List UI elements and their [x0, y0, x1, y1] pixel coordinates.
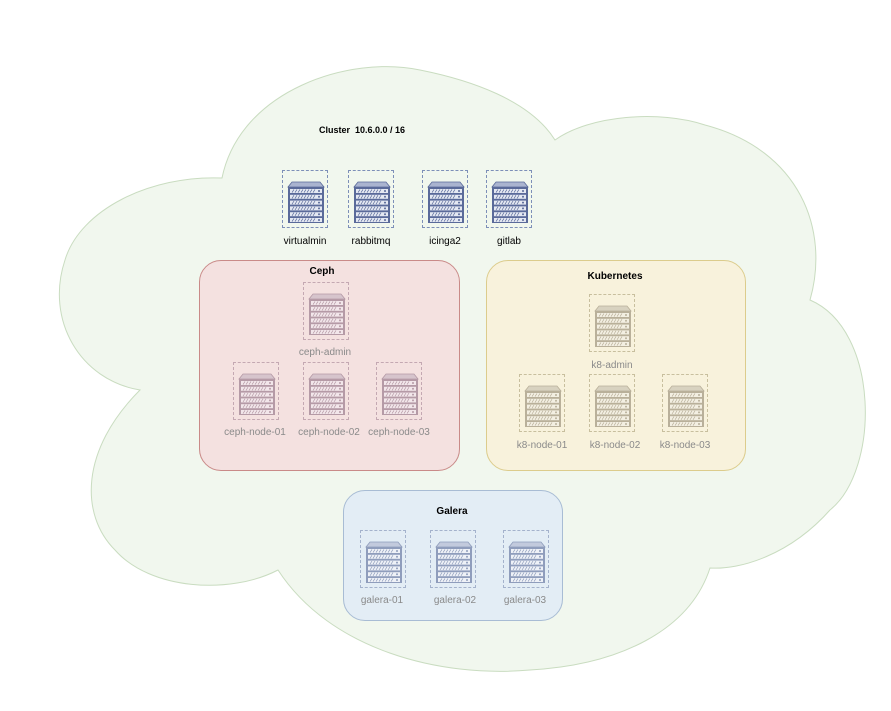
server-icon[interactable]: [430, 530, 476, 588]
server-icon[interactable]: [503, 530, 549, 588]
node-label-galera-01: galera-01: [360, 595, 404, 606]
node-label-icinga2: icinga2: [429, 236, 461, 247]
node-label-ceph-node-01: ceph-node-01: [224, 427, 286, 438]
node-label-galera-03: galera-03: [503, 595, 547, 606]
server-icon[interactable]: [662, 374, 708, 432]
node-label-galera-02: galera-02: [433, 595, 477, 606]
server-icon[interactable]: [589, 374, 635, 432]
cluster-title: Cluster 10.6.0.0 / 16: [319, 125, 406, 135]
server-icon[interactable]: [422, 170, 468, 228]
node-label-k8-node-01: k8-node-01: [516, 440, 568, 451]
server-icon[interactable]: [376, 362, 422, 420]
server-icon[interactable]: [519, 374, 565, 432]
node-label-k8-node-02: k8-node-02: [589, 440, 641, 451]
kubernetes-group-title: Kubernetes: [587, 271, 643, 282]
server-icon[interactable]: [282, 170, 328, 228]
node-label-k8-node-03: k8-node-03: [659, 440, 711, 451]
server-icon[interactable]: [233, 362, 279, 420]
node-label-ceph-node-02: ceph-node-02: [298, 427, 360, 438]
node-label-virtualmin: virtualmin: [283, 236, 327, 247]
galera-group-title: Galera: [436, 506, 468, 517]
node-label-rabbitmq: rabbitmq: [351, 236, 391, 247]
node-label-k8-admin: k8-admin: [591, 360, 633, 371]
server-icon[interactable]: [589, 294, 635, 352]
server-icon[interactable]: [303, 362, 349, 420]
server-icon[interactable]: [360, 530, 406, 588]
kubernetes-group: [486, 260, 746, 471]
node-label-ceph-node-03: ceph-node-03: [368, 427, 430, 438]
server-icon[interactable]: [303, 282, 349, 340]
server-icon[interactable]: [348, 170, 394, 228]
ceph-group-title: Ceph: [309, 266, 335, 277]
node-label-ceph-admin: ceph-admin: [298, 347, 352, 358]
server-icon[interactable]: [486, 170, 532, 228]
node-label-gitlab: gitlab: [497, 236, 521, 247]
